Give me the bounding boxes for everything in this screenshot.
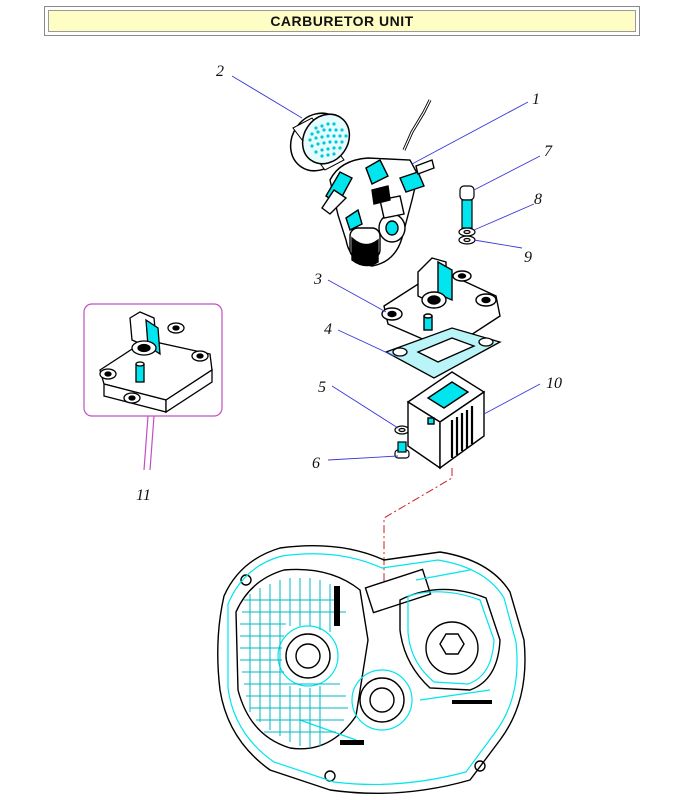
callout-3: 3 <box>313 271 322 288</box>
air-filter-icon[interactable] <box>279 103 358 182</box>
crankcase-icon[interactable] <box>217 545 526 795</box>
bolt-icon[interactable] <box>459 185 475 229</box>
callout-4: 4 <box>324 321 332 338</box>
manifold-assembly-icon[interactable] <box>99 311 213 414</box>
reed-valve-icon[interactable] <box>406 371 486 470</box>
callout-11: 11 <box>136 487 151 504</box>
washer-icon[interactable] <box>458 227 476 237</box>
callout-9: 9 <box>524 249 532 266</box>
carburetor-icon[interactable] <box>321 99 435 267</box>
callout-5: 5 <box>318 379 326 396</box>
title-box: CARBURETOR UNIT <box>48 10 636 32</box>
assembly-centerline <box>383 468 453 582</box>
intake-manifold-icon[interactable] <box>381 257 501 351</box>
callout-1: 1 <box>532 91 540 108</box>
callout-numbers: 2 1 7 8 9 3 4 10 5 6 11 <box>136 63 562 504</box>
gasket-icon[interactable] <box>384 327 502 379</box>
page-title: CARBURETOR UNIT <box>270 13 414 29</box>
leader-lines <box>231 75 541 461</box>
callout-7: 7 <box>544 143 553 160</box>
callout-2: 2 <box>216 63 224 80</box>
title-frame: CARBURETOR UNIT <box>44 6 640 36</box>
callout-8: 8 <box>534 191 542 208</box>
screw-icon[interactable] <box>394 441 410 459</box>
callout-6: 6 <box>312 455 320 472</box>
spring-washer-icon[interactable] <box>458 235 476 245</box>
callout-10: 10 <box>546 375 562 392</box>
